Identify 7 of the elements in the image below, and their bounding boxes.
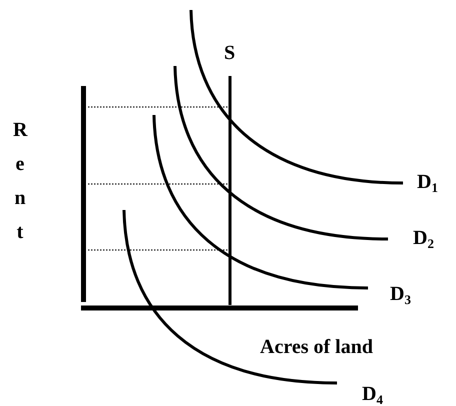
axis-title: Rent (13, 118, 27, 245)
demand-label: D$_{4}$ (362, 384, 383, 404)
axis-title: Acres of land (260, 337, 373, 357)
demand-label: D$_{3}$ (390, 284, 411, 304)
demand-label: D$_{1}$ (417, 172, 438, 192)
demand-label: D$_{2}$ (413, 228, 434, 248)
supply-label: S (224, 43, 236, 63)
